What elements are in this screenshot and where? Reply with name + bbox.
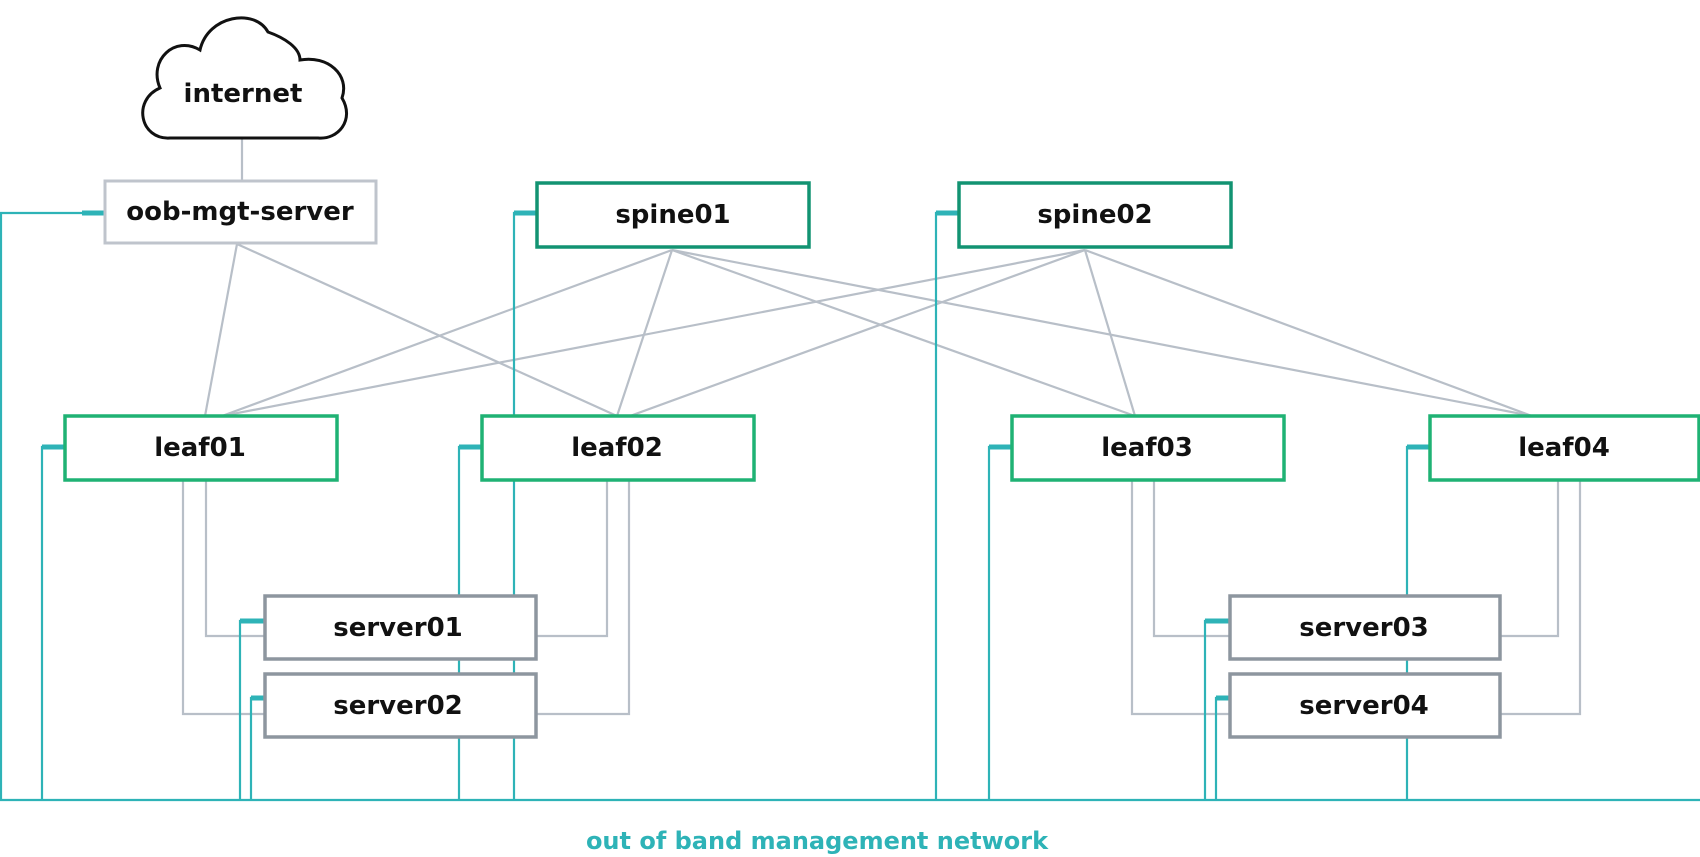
- node-spine02[interactable]: spine02: [957, 181, 1233, 249]
- server01-box: [263, 594, 538, 661]
- node-leaf04[interactable]: leaf04: [1428, 414, 1700, 482]
- node-leaf01[interactable]: leaf01: [63, 414, 339, 482]
- server03-box: [1228, 594, 1502, 661]
- server04-box: [1228, 672, 1502, 739]
- node-mgmt[interactable]: oob-mgt-server: [103, 179, 378, 245]
- spine01-box: [535, 181, 811, 249]
- link-spine02-leaf04: [1084, 248, 1533, 418]
- node-spine01[interactable]: spine01: [535, 181, 811, 249]
- link-spine01-leaf02: [615, 249, 674, 417]
- spine01-label: spine01: [615, 200, 730, 230]
- link-mgmt-leaf01: [203, 243, 239, 417]
- link-leaf04-server04: [1500, 481, 1582, 716]
- link-spine02-leaf01: [221, 248, 1086, 418]
- link-leaf04-server03: [1500, 481, 1560, 638]
- link-spine02-leaf02: [629, 248, 1086, 418]
- link-leaf02-server01: [536, 481, 609, 638]
- leaf02-box: [480, 414, 756, 482]
- link-mgmt-leaf02: [236, 242, 618, 418]
- oob-link-mgmt: [0, 211, 104, 800]
- link-spine01-leaf03: [671, 248, 1136, 418]
- link-spine01-leaf01: [221, 248, 673, 418]
- node-leaf03[interactable]: leaf03: [1010, 414, 1286, 482]
- oob-link-leaf01: [40, 445, 64, 800]
- data-links: [181, 138, 1582, 716]
- leaf03-box: [1010, 414, 1286, 482]
- mgmt-label: oob-mgt-server: [126, 197, 354, 227]
- leaf04-box: [1428, 414, 1700, 482]
- link-spine02-leaf03: [1083, 249, 1137, 417]
- leaf04-label: leaf04: [1518, 433, 1610, 463]
- internet-label: internet: [184, 79, 303, 109]
- node-server01[interactable]: server01: [263, 594, 538, 661]
- cloud-icon: [141, 16, 349, 140]
- server02-box: [263, 672, 538, 739]
- spine02-label: spine02: [1037, 200, 1152, 230]
- node-server02[interactable]: server02: [263, 672, 538, 739]
- oob-network-label: out of band management network: [586, 827, 1049, 855]
- server01-label: server01: [333, 613, 463, 643]
- link-leaf02-server02: [536, 481, 631, 716]
- server04-label: server04: [1299, 691, 1429, 721]
- leaf01-box: [63, 414, 339, 482]
- node-server03[interactable]: server03: [1228, 594, 1502, 661]
- oob-link-leaf03: [987, 445, 1011, 800]
- link-leaf01-server01: [204, 481, 264, 638]
- leaf01-label: leaf01: [154, 433, 246, 463]
- leaf03-label: leaf03: [1101, 433, 1193, 463]
- link-spine01-leaf04: [671, 248, 1533, 418]
- internet-cloud: internet: [141, 16, 349, 140]
- server03-label: server03: [1299, 613, 1429, 643]
- node-leaf02[interactable]: leaf02: [480, 414, 756, 482]
- spine02-box: [957, 181, 1233, 249]
- server02-label: server02: [333, 691, 463, 721]
- link-leaf03-server04: [1130, 481, 1229, 716]
- link-leaf01-server02: [181, 481, 264, 716]
- mgmt-box: [103, 179, 378, 245]
- link-leaf03-server03: [1152, 481, 1229, 638]
- node-server04[interactable]: server04: [1228, 672, 1502, 739]
- leaf02-label: leaf02: [571, 433, 663, 463]
